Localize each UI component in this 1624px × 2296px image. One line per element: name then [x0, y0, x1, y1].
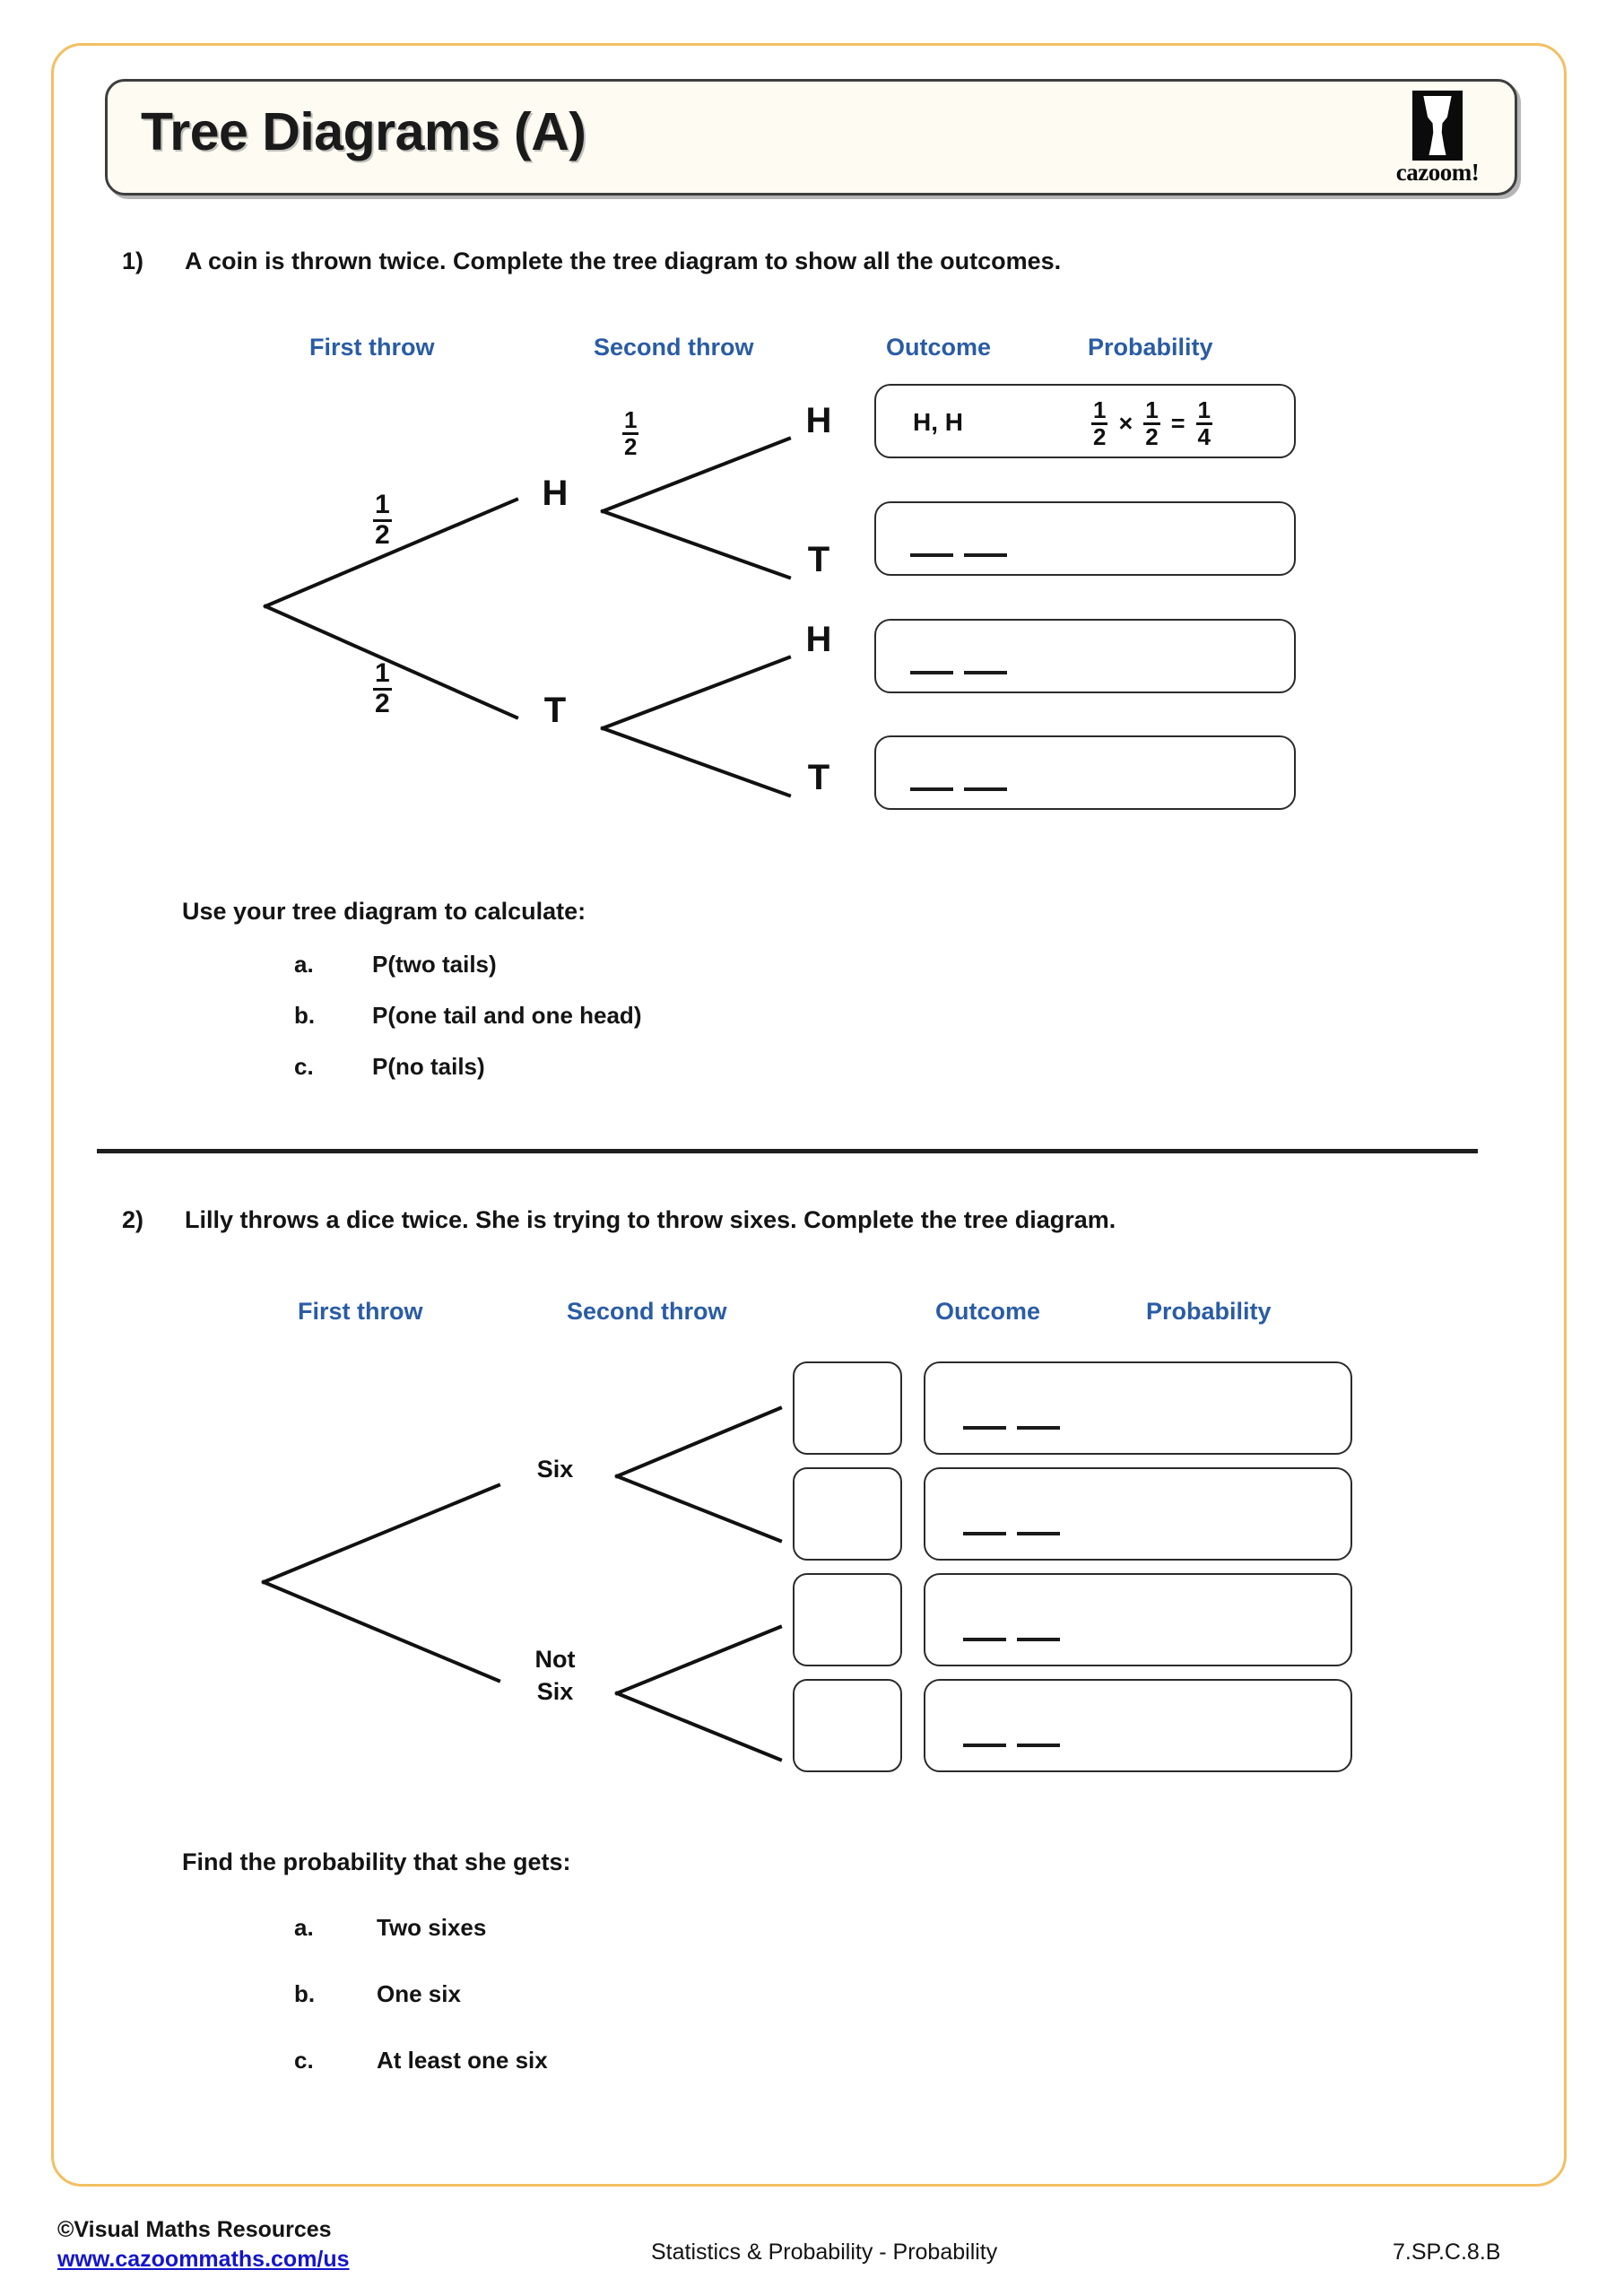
- q1-part-b-text: P(one tail and one head): [372, 1002, 642, 1029]
- q2-part-b-label: b.: [294, 1980, 316, 2007]
- q2-probability-box-1[interactable]: [924, 1361, 1352, 1455]
- logo-wordmark: cazoom!: [1395, 159, 1480, 186]
- q2-column-probability: Probability: [1146, 1298, 1272, 1325]
- q1-blank-lines-3[interactable]: [910, 671, 1007, 674]
- title-banner: Tree Diagrams (A) cazoom!: [105, 79, 1517, 196]
- q1-blank-lines-2[interactable]: [910, 553, 1007, 557]
- q2-probability-box-4[interactable]: [924, 1679, 1352, 1772]
- q1-prompt: Use your tree diagram to calculate:: [182, 898, 586, 925]
- q2-outcome-box-4[interactable]: [793, 1679, 902, 1772]
- q1-multiply-sign: ×: [1118, 409, 1133, 437]
- q1-result-fraction: 1 4: [1195, 396, 1212, 450]
- q2-prompt: Find the probability that she gets:: [182, 1848, 571, 1875]
- q1-part-a-text: P(two tails): [372, 951, 497, 978]
- q2-column-second-throw: Second throw: [567, 1298, 727, 1325]
- footer-standard-code: 7.SP.C.8.B: [1393, 2239, 1501, 2265]
- q1-column-outcome: Outcome: [886, 334, 992, 361]
- question-1-text: A coin is thrown twice. Complete the tre…: [185, 248, 1062, 274]
- q1-part-c-text: P(no tails): [372, 1053, 485, 1080]
- page-border: [51, 43, 1567, 2187]
- q2-blank-lines-2[interactable]: [963, 1532, 1060, 1535]
- q1-column-second-throw: Second throw: [594, 334, 754, 361]
- q2-outcome-box-3[interactable]: [793, 1573, 902, 1666]
- q1-branch-prob-hh: 1 2: [622, 406, 639, 460]
- q1-part-c-label: c.: [294, 1053, 314, 1080]
- question-2-text: Lilly throws a dice twice. She is trying…: [185, 1206, 1116, 1233]
- q2-outcome-box-2[interactable]: [793, 1467, 902, 1561]
- q2-blank-lines-3[interactable]: [963, 1638, 1060, 1641]
- q1-column-first-throw: First throw: [309, 334, 435, 361]
- q1-blank-lines-4[interactable]: [910, 787, 1007, 791]
- q2-part-a-text: Two sixes: [377, 1914, 487, 1941]
- question-1-number: 1): [122, 248, 144, 274]
- q1-node-second-t1: T: [807, 540, 830, 579]
- q2-column-outcome: Outcome: [935, 1298, 1041, 1325]
- q1-branch-prob-t: 1 2: [373, 658, 392, 718]
- q1-p1-fraction: 1 2: [1091, 396, 1108, 450]
- q2-part-a-label: a.: [294, 1914, 314, 1941]
- q2-part-b-text: One six: [377, 1980, 461, 2007]
- q2-node-first-not: Not: [534, 1646, 576, 1673]
- q1-column-probability: Probability: [1088, 334, 1213, 361]
- q1-equals-sign: =: [1170, 409, 1185, 437]
- question-2-number: 2): [122, 1206, 144, 1233]
- q2-probability-box-3[interactable]: [924, 1573, 1352, 1666]
- q1-outcome-1: H, H: [913, 408, 963, 436]
- q2-blank-lines-4[interactable]: [963, 1744, 1060, 1747]
- q2-part-c-label: c.: [294, 2047, 314, 2074]
- q1-answer-box-1[interactable]: H, H 1 2 × 1 2 = 1 4: [874, 384, 1296, 458]
- q1-answer-box-4[interactable]: [874, 735, 1296, 810]
- q2-outcome-box-1[interactable]: [793, 1361, 902, 1455]
- q2-probability-box-2[interactable]: [924, 1467, 1352, 1561]
- q2-node-first-not-six: Six: [536, 1678, 574, 1705]
- q2-column-first-throw: First throw: [298, 1298, 423, 1325]
- footer-copyright: ©Visual Maths Resources: [57, 2217, 332, 2242]
- footer-topic: Statistics & Probability - Probability: [651, 2239, 998, 2265]
- q1-answer-box-3[interactable]: [874, 619, 1296, 693]
- q1-p2-fraction: 1 2: [1143, 396, 1160, 450]
- q1-branch-prob-h: 1 2: [373, 490, 392, 550]
- q1-part-b-label: b.: [294, 1002, 316, 1029]
- q1-node-second-h1: H: [805, 401, 832, 440]
- q2-part-c-text: At least one six: [377, 2047, 548, 2074]
- q1-node-second-t2: T: [807, 758, 830, 797]
- q1-answer-box-2[interactable]: [874, 501, 1296, 576]
- q1-node-second-h2: H: [805, 620, 832, 659]
- page-title: Tree Diagrams (A): [141, 102, 586, 161]
- q1-node-first-h: H: [542, 474, 569, 513]
- section-divider: [97, 1149, 1478, 1153]
- hourglass-glyph: [1423, 96, 1452, 155]
- q1-part-a-label: a.: [294, 951, 314, 978]
- footer-copyright-block: ©Visual Maths Resources www.cazoommaths.…: [57, 2215, 350, 2274]
- cazoom-logo: cazoom!: [1387, 91, 1488, 191]
- footer-website-link[interactable]: www.cazoommaths.com/us: [57, 2247, 350, 2272]
- q1-node-first-t: T: [543, 691, 567, 730]
- q1-probability-expression-1: 1 2 × 1 2 = 1 4: [1091, 398, 1212, 448]
- q2-node-first-six: Six: [536, 1456, 574, 1483]
- q2-blank-lines-1[interactable]: [963, 1426, 1060, 1430]
- hourglass-icon: [1412, 91, 1463, 161]
